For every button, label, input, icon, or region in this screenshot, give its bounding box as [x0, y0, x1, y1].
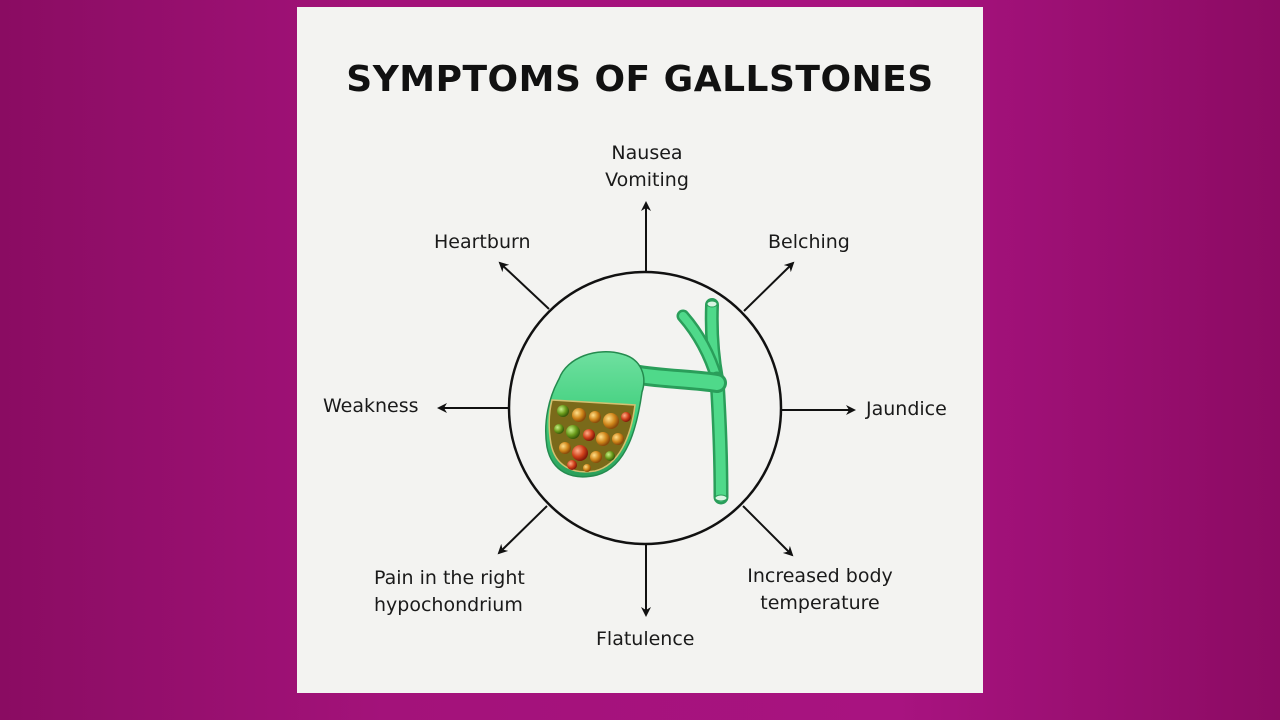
arrow-down-right [742, 505, 794, 557]
page-title: SYMPTOMS OF GALLSTONES [346, 59, 934, 100]
arrows [437, 201, 856, 617]
infographic-card: SYMPTOMS OF GALLSTONES [297, 7, 983, 693]
arrow-up-left [498, 261, 550, 310]
label-pain-line2: hypochondrium [374, 594, 523, 616]
label-jaundice: Jaundice [866, 398, 947, 420]
label-pain-right-hypochondrium: Pain in the right hypochondrium [374, 565, 525, 619]
arrow-up-right [743, 261, 795, 312]
label-flatulence: Flatulence [596, 628, 695, 650]
label-heartburn: Heartburn [434, 231, 531, 253]
gallbladder-illustration [544, 298, 729, 505]
arrow-down-left [497, 505, 548, 555]
label-belching: Belching [768, 231, 850, 253]
label-pain-line1: Pain in the right [374, 567, 525, 589]
label-nausea: Nausea [611, 142, 683, 164]
label-increased-body-temperature: Increased body temperature [743, 563, 897, 617]
label-nausea-vomiting: Nausea Vomiting [597, 140, 697, 194]
label-vomiting: Vomiting [605, 169, 689, 191]
gallbladder-diagram [437, 201, 856, 617]
label-temperature-line1: Increased body [747, 565, 893, 587]
label-temperature-line2: temperature [760, 592, 880, 614]
label-weakness: Weakness [323, 395, 419, 417]
